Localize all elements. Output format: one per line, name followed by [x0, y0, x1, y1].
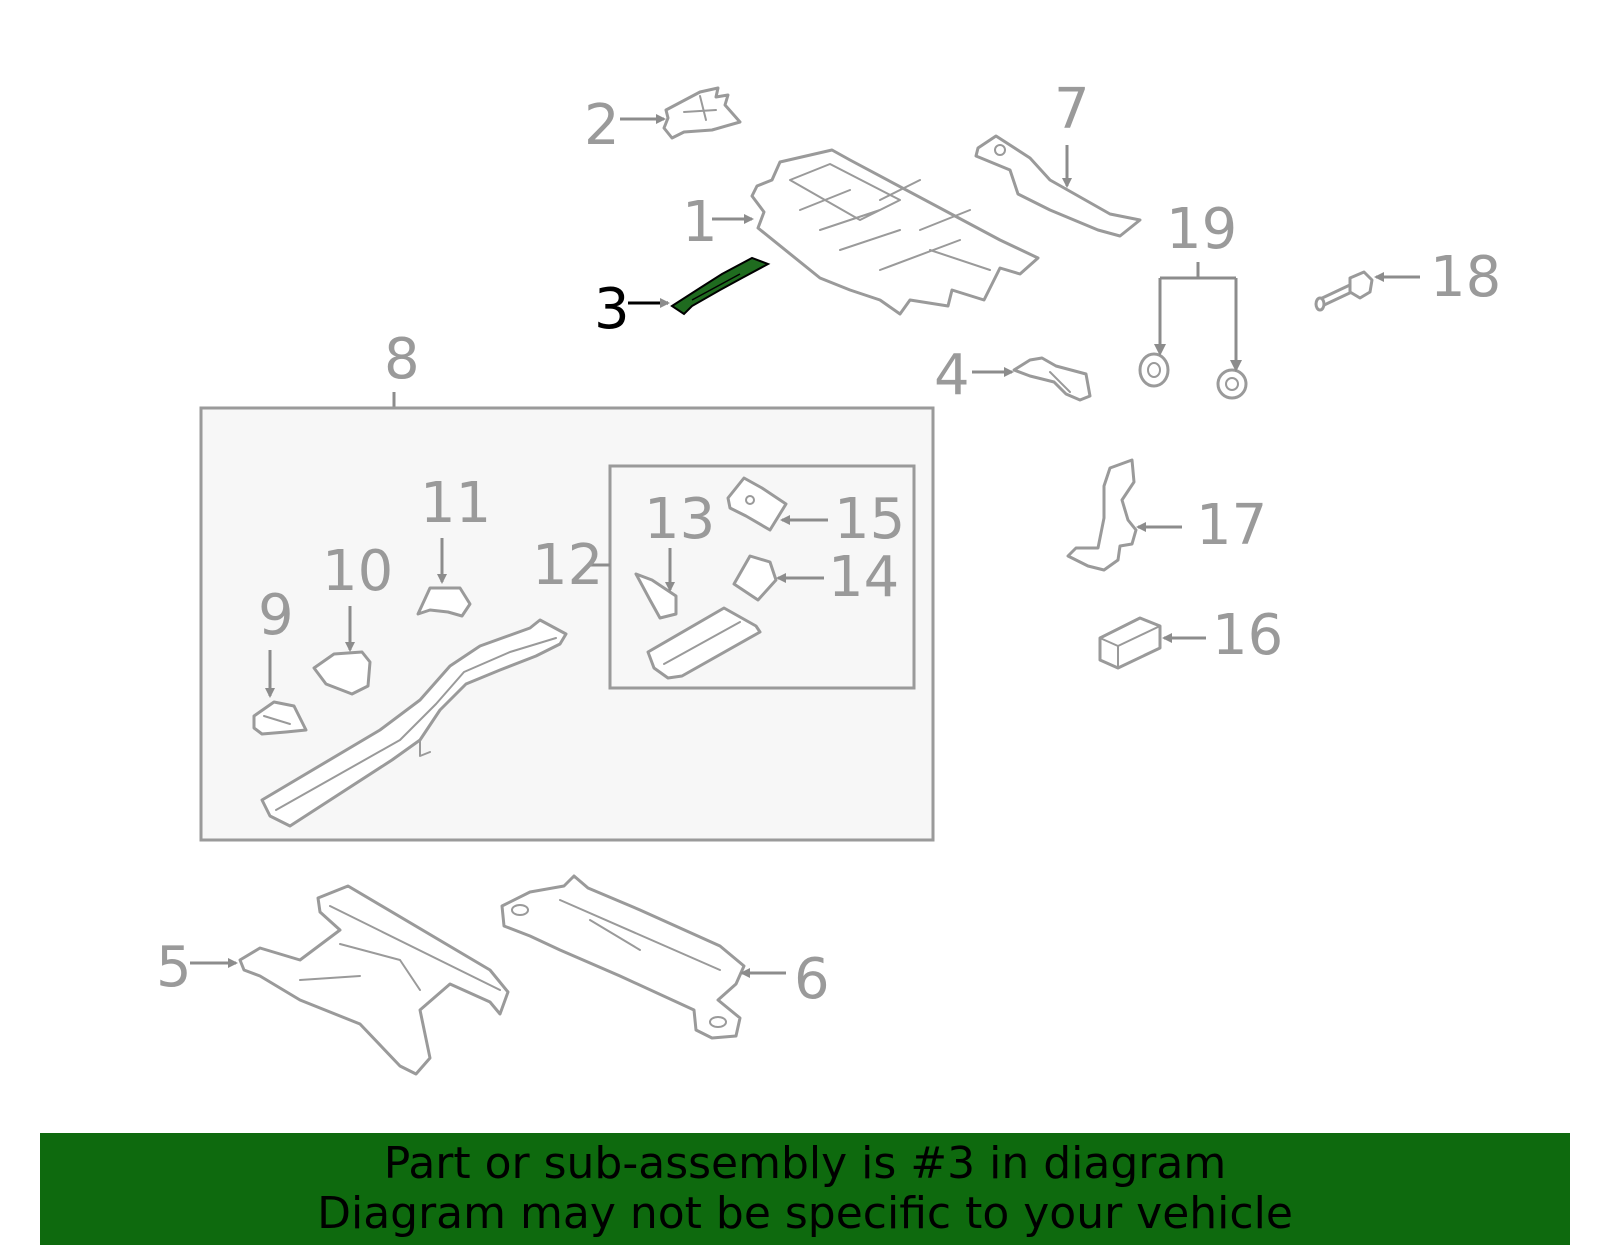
callout-8: 8: [384, 327, 420, 392]
part-10[interactable]: [312, 650, 372, 696]
callout-3: 3: [594, 277, 630, 342]
callout-7: 7: [1054, 77, 1090, 142]
part-2[interactable]: [662, 86, 742, 140]
part-5[interactable]: [238, 884, 510, 1076]
part-11[interactable]: [416, 586, 472, 618]
callout-17: 17: [1196, 493, 1267, 558]
part-15[interactable]: [726, 476, 788, 532]
banner-line-1: Part or sub-assembly is #3 in diagram: [383, 1138, 1227, 1189]
part-18[interactable]: [1314, 270, 1374, 312]
callout-11: 11: [420, 471, 491, 536]
part-14[interactable]: [732, 554, 778, 602]
part-3[interactable]: [670, 256, 771, 316]
part-13[interactable]: [634, 572, 678, 620]
callout-19: 19: [1166, 197, 1237, 262]
callout-5: 5: [156, 935, 192, 1000]
callout-12: 12: [532, 533, 603, 598]
part-1[interactable]: [750, 148, 1040, 316]
banner-line-2: Diagram may not be specific to your vehi…: [317, 1188, 1293, 1239]
part-7[interactable]: [974, 134, 1142, 238]
callout-18: 18: [1430, 245, 1501, 310]
callout-6: 6: [794, 947, 830, 1012]
callout-10: 10: [322, 539, 393, 604]
part-16[interactable]: [1098, 616, 1162, 670]
callout-1: 1: [682, 190, 718, 255]
callout-14: 14: [828, 545, 899, 610]
callout-2: 2: [584, 93, 620, 158]
notice-banner: Part or sub-assembly is #3 in diagram Di…: [40, 1133, 1570, 1245]
part-19[interactable]: [1138, 352, 1248, 400]
callout-13: 13: [644, 487, 715, 552]
callout-9: 9: [258, 583, 294, 648]
part-17[interactable]: [1066, 458, 1138, 572]
callout-16: 16: [1212, 603, 1283, 668]
part-9[interactable]: [252, 700, 308, 736]
callout-15: 15: [834, 487, 905, 552]
part-8-rail[interactable]: [260, 618, 568, 828]
callout-4: 4: [934, 343, 970, 408]
part-12-channel[interactable]: [646, 606, 762, 680]
part-6[interactable]: [500, 874, 746, 1040]
part-4[interactable]: [1012, 356, 1092, 402]
